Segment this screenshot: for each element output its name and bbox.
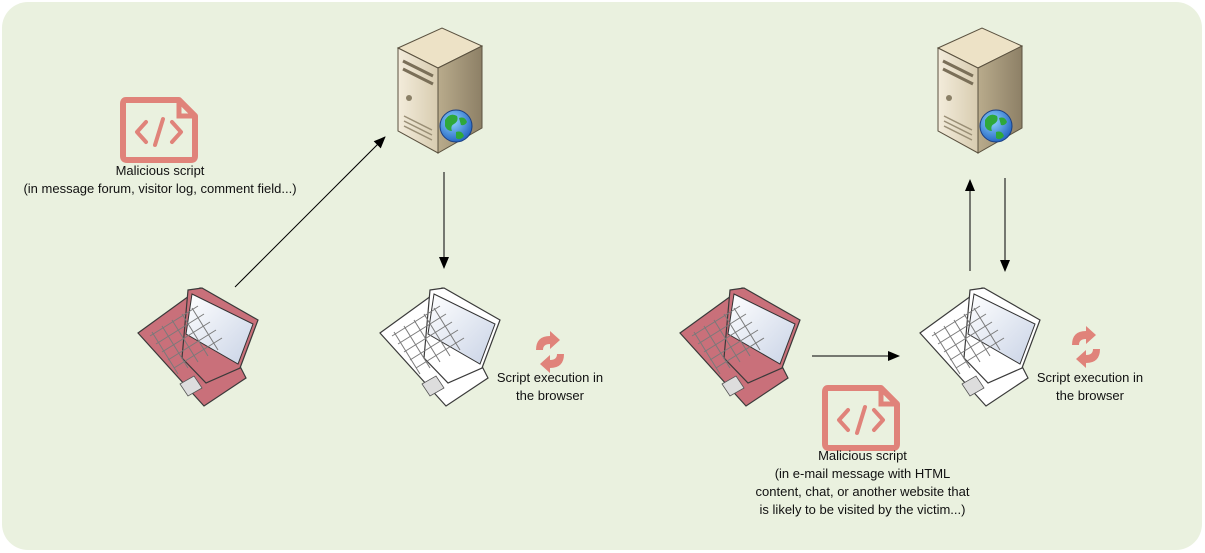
server-icon [936, 26, 1024, 155]
payload-label: Malicious script [818, 448, 907, 463]
code-file-icon [123, 100, 195, 160]
payload-context: (in message forum, visitor log, comment … [23, 181, 297, 196]
execution-line-2: the browser [516, 388, 584, 403]
payload-context-line-1: (in e-mail message with HTML [774, 466, 951, 481]
server-icon [396, 26, 484, 155]
execution-line-1: Script execution in [496, 370, 604, 385]
execution-line-1: Script execution in [1036, 370, 1144, 385]
payload-caption-stored: Malicious script (in message forum, visi… [15, 162, 305, 198]
attacker-laptop-icon [137, 287, 259, 407]
refresh-icon [536, 331, 564, 373]
code-file-icon [825, 388, 897, 448]
payload-context-line-3: is likely to be visited by the victim...… [759, 502, 966, 517]
refresh-icon [1072, 326, 1100, 368]
execution-caption-stored: Script execution in the browser [480, 369, 620, 405]
execution-caption-reflected: Script execution in the browser [1020, 369, 1160, 405]
execution-line-2: the browser [1056, 388, 1124, 403]
attacker-laptop-icon [679, 287, 801, 407]
payload-caption-reflected: Malicious script (in e-mail message with… [735, 447, 990, 519]
attacker-to-server-arrow [234, 136, 386, 288]
payload-context-line-2: content, chat, or another website that [755, 484, 970, 499]
payload-label: Malicious script [115, 163, 205, 178]
